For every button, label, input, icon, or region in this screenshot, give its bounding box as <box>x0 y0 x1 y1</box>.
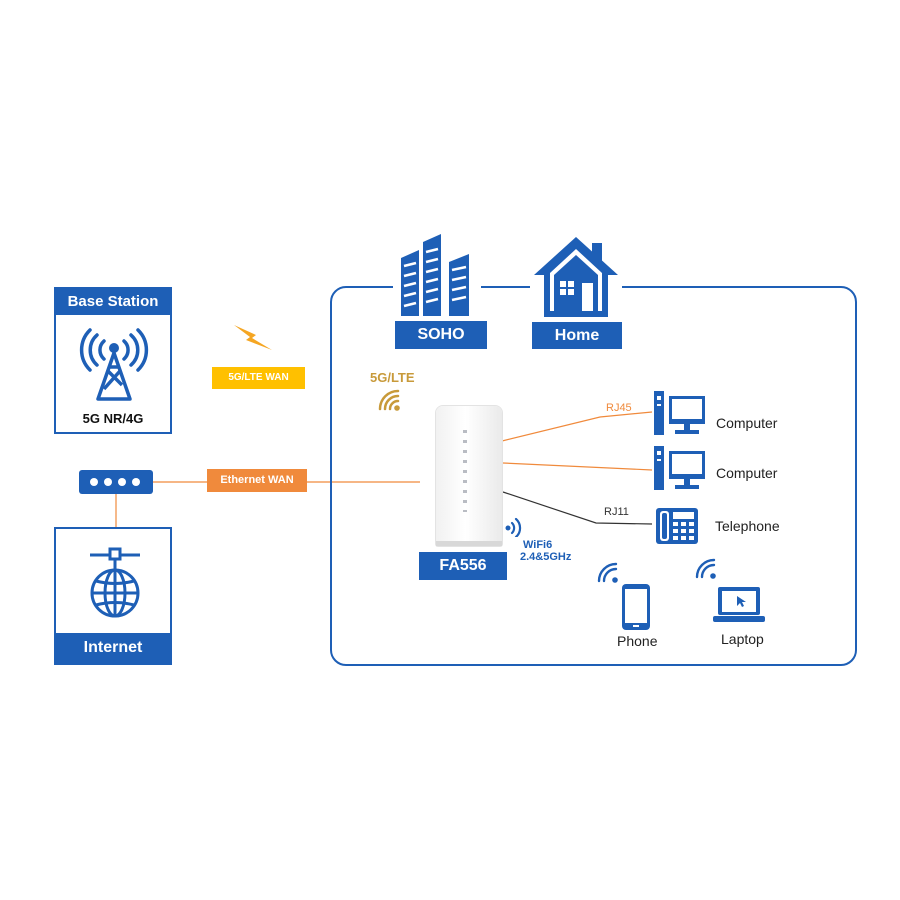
base-station-caption: 5G NR/4G <box>82 411 144 426</box>
modem-led <box>118 478 126 486</box>
base-station-header: Base Station <box>56 289 170 315</box>
base-station-card: Base Station 5G NR/4G <box>54 287 172 434</box>
router-device <box>436 406 502 546</box>
modem-led <box>132 478 140 486</box>
computer-2-line <box>502 462 653 471</box>
computer-2-label: Computer <box>716 465 778 481</box>
desktop-computer-icon <box>654 446 705 490</box>
desk-telephone-icon <box>656 508 698 544</box>
rj45-line <box>501 411 653 442</box>
office-buildings-icon <box>393 232 481 318</box>
rj11-line <box>502 491 653 525</box>
wifi-signal-icon <box>597 562 618 583</box>
cell-signal-icon <box>378 389 400 411</box>
lightning-icon <box>234 325 272 350</box>
wifi-label-bands: 2.4&5GHz <box>520 551 572 563</box>
computer-1-label: Computer <box>716 415 778 431</box>
rj11-port-label: RJ11 <box>604 506 629 518</box>
smartphone-icon <box>622 584 650 630</box>
modem-led <box>90 478 98 486</box>
home-label: Home <box>532 322 622 349</box>
modem-icon <box>79 470 153 494</box>
phone-label: Phone <box>617 633 658 649</box>
laptop-label: Laptop <box>721 631 764 647</box>
modem-led <box>104 478 112 486</box>
globe-icon <box>90 547 140 618</box>
wifi-signal-icon <box>695 558 716 579</box>
ethernet-wan-label: Ethernet WAN <box>207 469 307 492</box>
telephone-label: Telephone <box>715 518 780 534</box>
desktop-computer-icon <box>654 391 705 435</box>
rj45-port-label: RJ45 <box>606 402 632 414</box>
router-base <box>436 541 502 546</box>
wifi-broadcast-icon <box>505 517 522 537</box>
cell-signal-label: 5G/LTE <box>370 370 415 385</box>
internet-caption: Internet <box>56 633 170 663</box>
wifi-label-standard: WiFi6 <box>523 539 553 551</box>
internet-card: Internet <box>54 527 172 665</box>
router-name-label: FA556 <box>419 552 507 580</box>
soho-label: SOHO <box>395 321 487 349</box>
cell-tower-icon <box>79 328 149 401</box>
house-icon <box>530 233 622 321</box>
router-led-strip <box>463 430 467 512</box>
laptop-icon <box>713 587 765 622</box>
cellular-wan-label: 5G/LTE WAN <box>212 367 305 389</box>
